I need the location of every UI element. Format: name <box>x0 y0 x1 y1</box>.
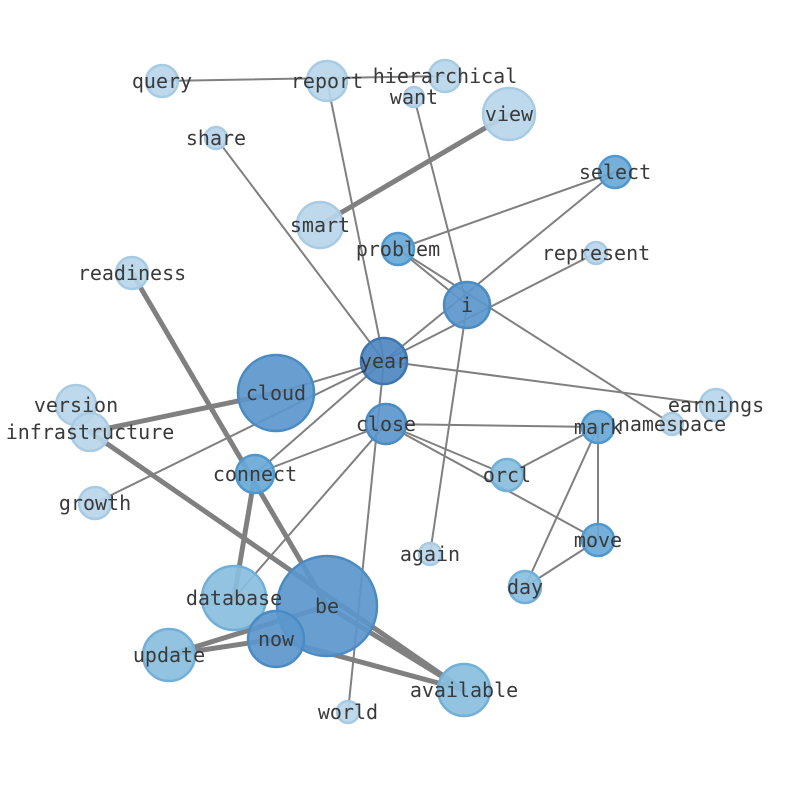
edge-readiness-be <box>129 270 330 609</box>
edge-year-select <box>383 171 616 362</box>
node-label-orcl: orcl <box>483 463 531 487</box>
node-label-report: report <box>291 69 363 93</box>
node-year <box>359 336 409 386</box>
node-label-earnings: earnings <box>668 393 764 417</box>
node-label-connect: connect <box>213 462 297 486</box>
node-label-i: i <box>461 293 473 317</box>
edge-smart-view <box>317 111 512 228</box>
node-mark <box>580 409 616 445</box>
edge-close-mark <box>385 423 599 428</box>
node-now <box>246 609 306 669</box>
edge-year-connect <box>254 360 385 475</box>
node-select <box>597 154 633 190</box>
edge-close-orcl <box>385 423 508 476</box>
node-i <box>442 280 492 330</box>
node-move <box>580 522 616 558</box>
node-database <box>200 564 268 632</box>
node-query <box>144 63 180 99</box>
node-label-move: move <box>574 528 622 552</box>
node-label-hierarchical: hierarchical <box>373 64 518 88</box>
node-day <box>507 569 543 605</box>
node-close <box>364 402 408 446</box>
node-label-version: version <box>34 393 118 417</box>
node-label-share: share <box>186 126 246 150</box>
node-label-problem: problem <box>356 237 440 261</box>
node-label-query: query <box>132 69 192 93</box>
node-world <box>335 699 361 725</box>
edge-query-hierarchical <box>161 75 446 82</box>
edge-problem-select <box>397 171 616 250</box>
node-orcl <box>489 457 525 493</box>
node-label-represent: represent <box>542 241 650 265</box>
node-hierarchical <box>427 58 463 94</box>
node-represent <box>583 240 609 266</box>
node-label-mark: mark <box>574 415 622 439</box>
node-label-year: year <box>360 349 408 373</box>
node-available <box>436 662 492 718</box>
node-label-day: day <box>507 575 543 599</box>
node-smart <box>295 200 345 250</box>
edge-share-year <box>215 137 385 362</box>
node-infrastructure <box>69 411 111 453</box>
node-cloud <box>236 353 316 433</box>
edge-mark-day <box>524 426 599 588</box>
node-report <box>305 59 349 103</box>
node-label-world: world <box>318 700 378 724</box>
node-readiness <box>114 255 150 291</box>
node-label-namespace: namespace <box>618 412 726 436</box>
edge-year-earnings <box>383 360 717 406</box>
node-label-smart: smart <box>290 213 350 237</box>
node-want <box>402 85 426 109</box>
node-update <box>141 627 197 683</box>
edge-problem-namespace <box>397 248 673 425</box>
node-label-cloud: cloud <box>246 381 306 405</box>
edge-report-year <box>326 80 385 362</box>
node-label-view: view <box>485 102 534 126</box>
node-label-want: want <box>390 85 438 109</box>
graph-nodes <box>54 58 734 725</box>
node-label-database: database <box>186 586 282 610</box>
node-label-available: available <box>410 678 518 702</box>
node-label-close: close <box>356 412 416 436</box>
node-again <box>417 541 443 567</box>
node-connect <box>234 453 276 495</box>
node-view <box>481 86 537 142</box>
node-label-growth: growth <box>59 491 131 515</box>
node-label-now: now <box>258 627 295 651</box>
node-label-select: select <box>579 160 651 184</box>
edge-close-database <box>233 423 387 599</box>
edge-want-i <box>413 96 468 306</box>
edge-infrastructure-available <box>87 429 467 693</box>
edge-i-again <box>429 304 468 555</box>
node-label-again: again <box>400 542 460 566</box>
edge-year-growth <box>94 360 385 504</box>
node-share <box>203 125 229 151</box>
node-label-readiness: readiness <box>78 261 186 285</box>
node-label-be: be <box>315 594 339 618</box>
node-growth <box>77 485 113 521</box>
node-namespace <box>659 411 685 437</box>
node-label-update: update <box>133 643 205 667</box>
node-problem <box>380 231 416 267</box>
edge-close-connect <box>254 423 387 475</box>
node-earnings <box>698 387 734 423</box>
node-label-infrastructure: infrastructure <box>6 420 175 444</box>
